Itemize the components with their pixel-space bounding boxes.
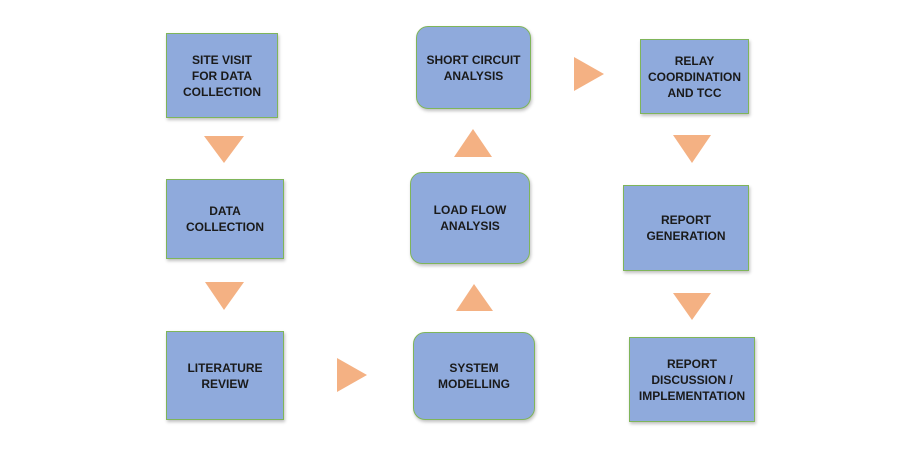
relay-coordination-step: RELAY COORDINATION AND TCC <box>640 39 749 114</box>
system-modelling-label: SYSTEM MODELLING <box>438 361 510 391</box>
literature-review-step: LITERATURE REVIEW <box>166 331 284 420</box>
report-generation-step: REPORT GENERATION <box>623 185 749 271</box>
arrow-up-1 <box>456 284 493 311</box>
relay-coordination-label: RELAY COORDINATION AND TCC <box>647 53 742 100</box>
load-flow-analysis-step: LOAD FLOW ANALYSIS <box>410 172 530 264</box>
site-visit-label: SITE VISIT FOR DATA COLLECTION <box>183 52 261 99</box>
arrow-up-2 <box>454 129 492 157</box>
short-circuit-label: SHORT CIRCUIT ANALYSIS <box>426 52 521 83</box>
arrow-down-2 <box>205 282 244 310</box>
arrow-down-1 <box>204 136 244 163</box>
report-discussion-step: REPORT DISCUSSION / IMPLEMENTATION <box>629 337 755 422</box>
system-modelling-step: SYSTEM MODELLING <box>413 332 535 420</box>
data-collection-label: DATA COLLECTION <box>186 204 264 234</box>
arrow-down-4 <box>673 293 711 320</box>
literature-review-label: LITERATURE REVIEW <box>187 360 263 391</box>
data-collection-step: DATA COLLECTION <box>166 179 284 259</box>
load-flow-label: LOAD FLOW ANALYSIS <box>433 203 507 233</box>
site-visit-step: SITE VISIT FOR DATA COLLECTION <box>166 33 278 118</box>
short-circuit-analysis-step: SHORT CIRCUIT ANALYSIS <box>416 26 531 109</box>
report-generation-label: REPORT GENERATION <box>646 213 726 243</box>
arrow-down-3 <box>673 135 711 163</box>
arrow-right-1 <box>337 358 367 392</box>
arrow-right-2 <box>574 57 604 91</box>
report-discussion-label: REPORT DISCUSSION / IMPLEMENTATION <box>638 356 746 403</box>
